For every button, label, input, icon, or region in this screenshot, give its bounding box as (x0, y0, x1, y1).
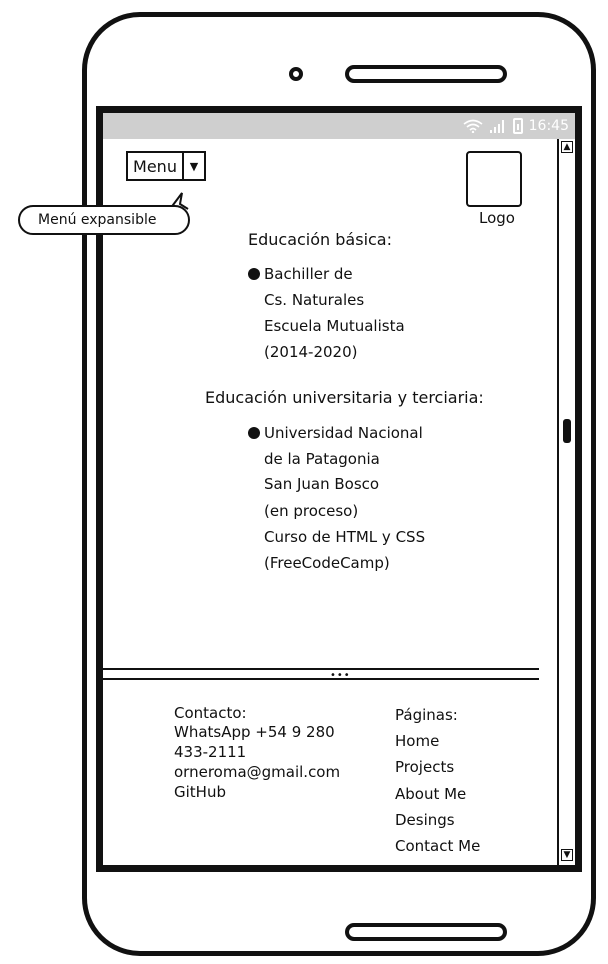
logo-placeholder (466, 151, 522, 207)
nav-link-contact[interactable]: Contact Me (395, 837, 481, 855)
basic-line: Bachiller de (264, 265, 353, 283)
footer-divider (103, 678, 539, 680)
status-time: 16:45 (528, 118, 569, 134)
contact-title: Contacto: (174, 704, 247, 722)
contact-phone: 433-2111 (174, 743, 247, 761)
home-button[interactable] (345, 923, 507, 941)
wifi-icon (463, 119, 483, 133)
university-line: Curso de HTML y CSS (264, 528, 426, 546)
basic-education-title: Educación básica: (248, 230, 392, 249)
scroll-down-icon[interactable]: ▼ (561, 849, 573, 861)
speaker-grill (345, 65, 507, 83)
nav-link-about[interactable]: About Me (395, 785, 467, 803)
university-line: de la Patagonia (264, 450, 380, 468)
menu-label: Menu (128, 153, 184, 179)
university-line: Universidad Nacional (264, 424, 423, 442)
basic-line: Escuela Mutualista (264, 317, 405, 335)
scroll-thumb[interactable] (563, 419, 571, 443)
menu-dropdown-button[interactable]: Menu ▼ (126, 151, 206, 181)
bullet-icon (248, 268, 260, 280)
basic-line: Cs. Naturales (264, 291, 365, 309)
status-bar: 16:45 (103, 113, 575, 139)
university-line: (FreeCodeCamp) (264, 554, 390, 572)
signal-icon (489, 120, 504, 133)
logo-label: Logo (479, 209, 515, 227)
university-line: (en proceso) (264, 502, 359, 520)
drag-handle-icon[interactable]: ••• (330, 670, 351, 681)
footer-divider (103, 668, 539, 670)
chevron-down-icon: ▼ (189, 159, 199, 173)
callout-text: Menú expansible (38, 212, 157, 228)
pages-title: Páginas: (395, 706, 458, 724)
contact-whatsapp[interactable]: WhatsApp +54 9 280 (174, 723, 335, 741)
university-education-title: Educación universitaria y terciaria: (205, 388, 484, 407)
bullet-icon (248, 427, 260, 439)
basic-line: (2014-2020) (264, 343, 358, 361)
battery-icon (512, 118, 523, 134)
vertical-scrollbar[interactable]: ▲ ▼ (557, 139, 575, 865)
contact-email[interactable]: orneroma@gmail.com (174, 763, 341, 781)
university-line: San Juan Bosco (264, 475, 380, 493)
nav-link-designs[interactable]: Desings (395, 811, 455, 829)
nav-link-home[interactable]: Home (395, 732, 440, 750)
nav-link-projects[interactable]: Projects (395, 758, 455, 776)
annotation-callout: Menú expansible (18, 205, 190, 235)
contact-github[interactable]: GitHub (174, 783, 226, 801)
camera-icon (289, 67, 303, 81)
scroll-up-icon[interactable]: ▲ (561, 141, 573, 153)
